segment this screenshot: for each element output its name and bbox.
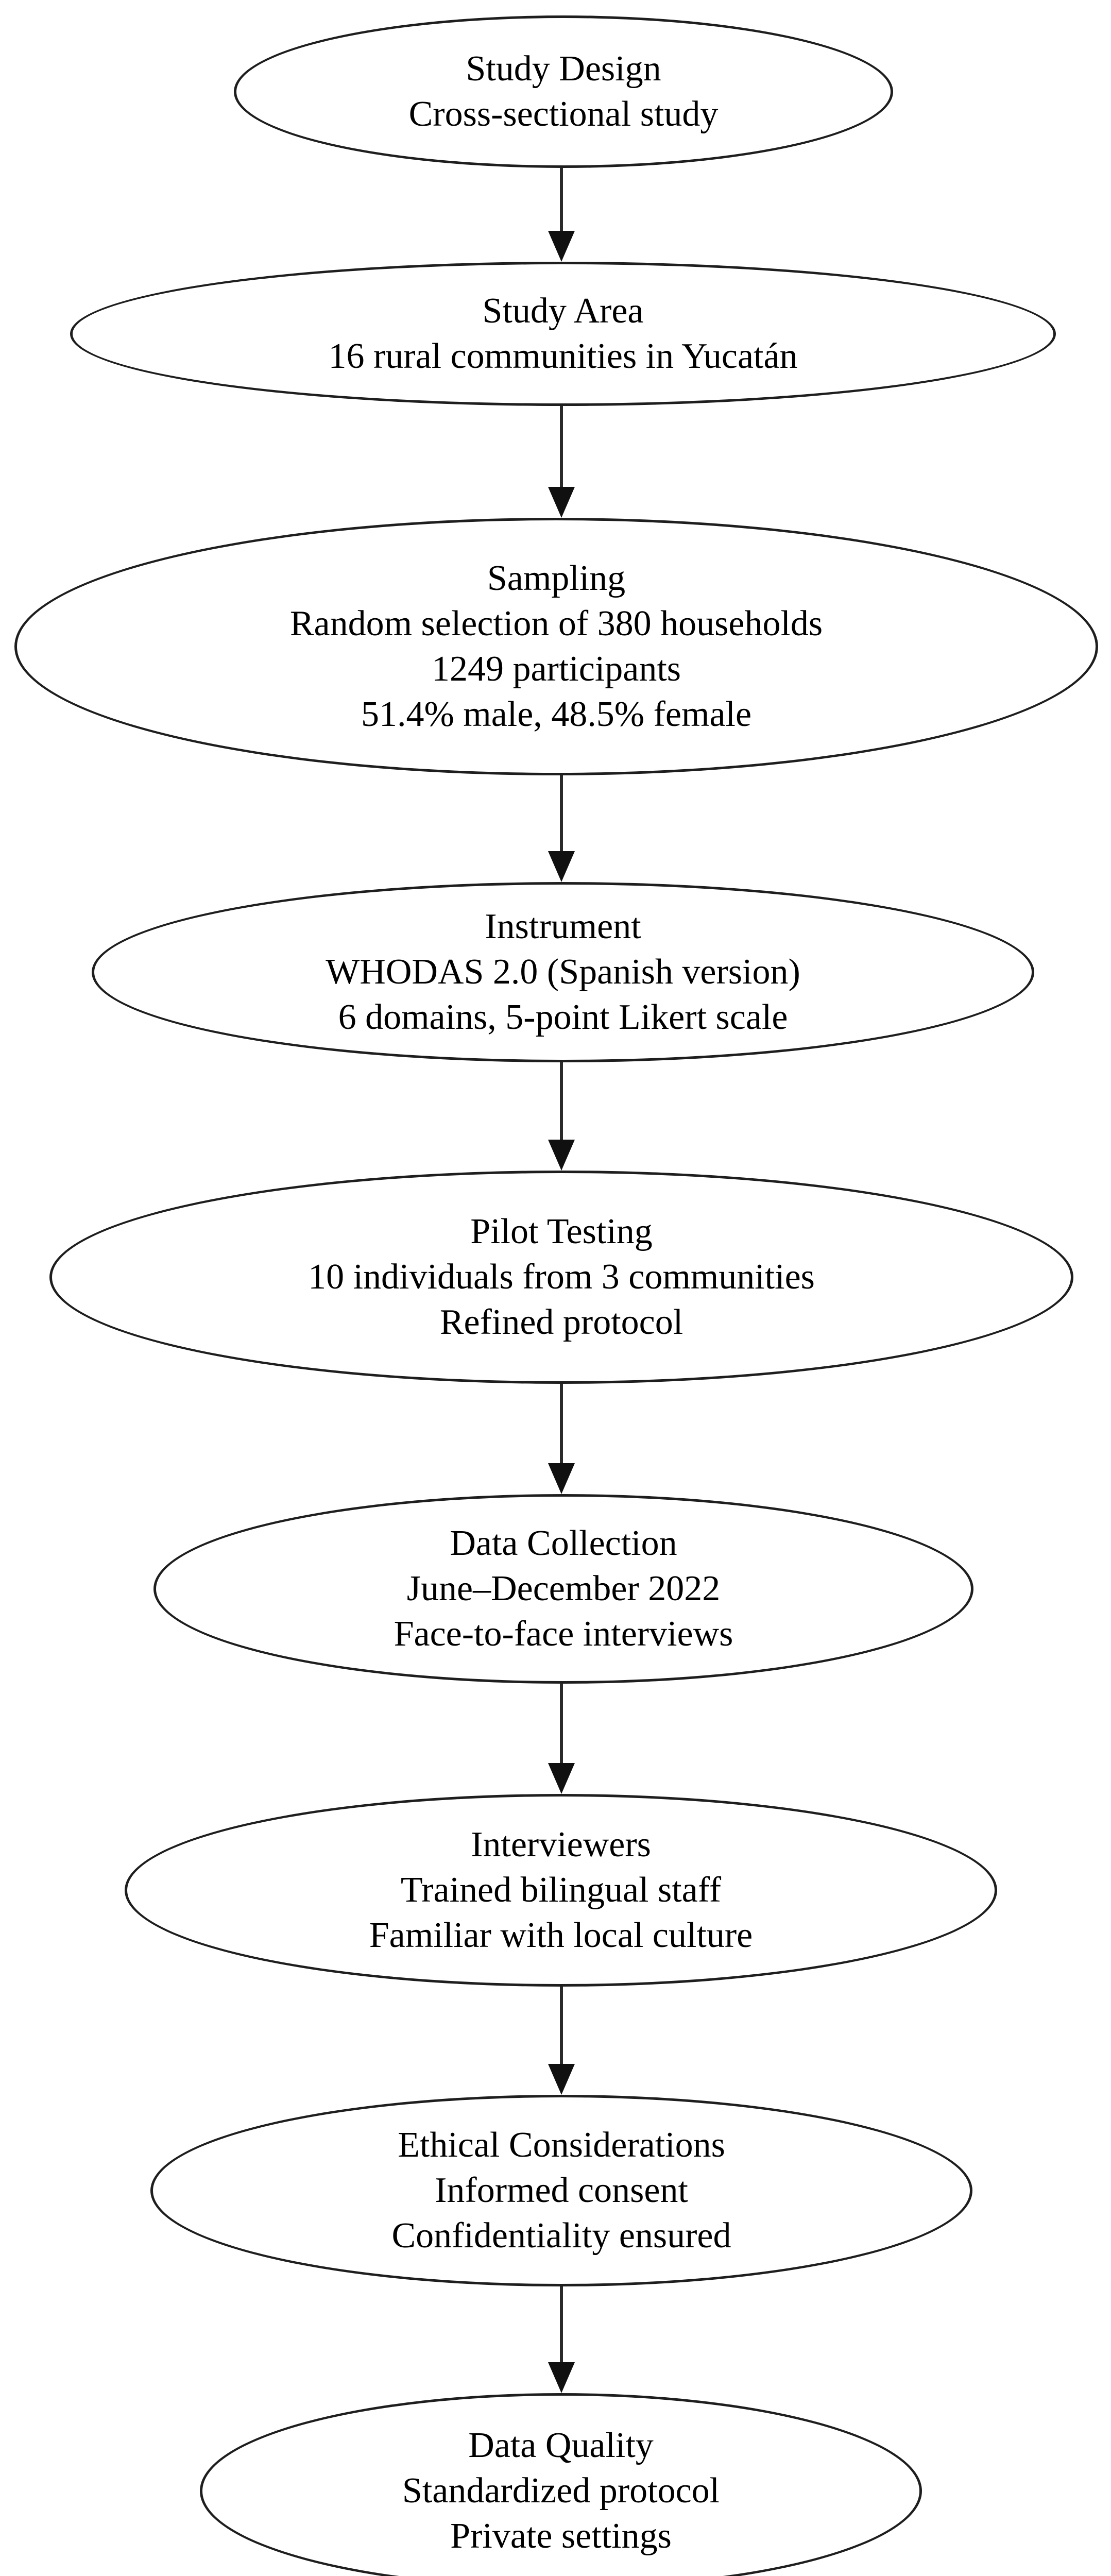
node-title: Study Area <box>482 291 644 331</box>
node-detail: Face-to-face interviews <box>394 1614 733 1654</box>
arrow-head-icon <box>548 1463 575 1494</box>
flow-arrow-7 <box>546 1987 577 2095</box>
node-detail: Refined protocol <box>439 1302 683 1343</box>
node-detail: June–December 2022 <box>406 1568 721 1608</box>
node-detail: Confidentiality ensured <box>391 2216 731 2256</box>
node-detail: Cross-sectional study <box>408 94 719 134</box>
node-study-area: Study Area 16 rural communities in Yucat… <box>70 262 1056 406</box>
node-detail: 10 individuals from 3 communities <box>308 1257 815 1297</box>
node-detail: 6 domains, 5-point Likert scale <box>338 997 788 1038</box>
arrow-head-icon <box>548 1140 575 1171</box>
flow-arrow-4 <box>546 1062 577 1171</box>
arrow-head-icon <box>548 487 575 518</box>
arrow-head-icon <box>548 1763 575 1794</box>
node-title: Instrument <box>485 906 641 946</box>
node-title: Interviewers <box>471 1824 651 1865</box>
flow-arrow-2 <box>546 406 577 518</box>
node-instrument: Instrument WHODAS 2.0 (Spanish version) … <box>92 882 1034 1062</box>
arrow-shaft <box>560 1384 563 1468</box>
arrow-shaft <box>560 1684 563 1768</box>
arrow-head-icon <box>548 231 575 262</box>
arrow-shaft <box>560 406 563 492</box>
flow-arrow-6 <box>546 1684 577 1794</box>
node-data-collection: Data Collection June–December 2022 Face-… <box>153 1494 973 1684</box>
arrow-shaft <box>560 1062 563 1145</box>
node-interviewers: Interviewers Trained bilingual staff Fam… <box>125 1794 997 1987</box>
node-title: Pilot Testing <box>470 1211 653 1251</box>
arrow-shaft <box>560 2286 563 2367</box>
node-detail: WHODAS 2.0 (Spanish version) <box>326 952 800 992</box>
node-detail: Random selection of 380 households <box>289 603 823 643</box>
arrow-head-icon <box>548 2064 575 2095</box>
arrow-shaft <box>560 775 563 856</box>
flow-arrow-5 <box>546 1384 577 1494</box>
node-detail: Private settings <box>450 2516 672 2556</box>
node-detail: 1249 participants <box>431 649 681 689</box>
flow-arrow-3 <box>546 775 577 882</box>
node-title: Ethical Considerations <box>398 2125 725 2165</box>
node-detail: 16 rural communities in Yucatán <box>328 336 798 376</box>
flow-arrow-1 <box>546 168 577 262</box>
node-detail: Informed consent <box>435 2170 688 2210</box>
node-sampling: Sampling Random selection of 380 househo… <box>14 518 1098 775</box>
node-detail: Familiar with local culture <box>369 1916 753 1956</box>
arrow-shaft <box>560 1987 563 2069</box>
node-data-quality: Data Quality Standardized protocol Priva… <box>200 2393 922 2576</box>
arrow-head-icon <box>548 2362 575 2393</box>
node-ethical-considerations: Ethical Considerations Informed consent … <box>150 2095 972 2286</box>
node-detail: Trained bilingual staff <box>400 1870 722 1910</box>
node-study-design: Study Design Cross-sectional study <box>234 15 893 168</box>
flow-arrow-8 <box>546 2286 577 2393</box>
node-detail: 51.4% male, 48.5% female <box>361 694 752 735</box>
node-title: Data Collection <box>450 1523 677 1563</box>
node-title: Data Quality <box>468 2425 654 2465</box>
node-title: Study Design <box>466 48 661 89</box>
arrow-shaft <box>560 168 563 236</box>
node-pilot-testing: Pilot Testing 10 individuals from 3 comm… <box>49 1171 1073 1384</box>
node-detail: Standardized protocol <box>402 2470 720 2511</box>
node-title: Sampling <box>487 558 626 598</box>
arrow-head-icon <box>548 851 575 882</box>
